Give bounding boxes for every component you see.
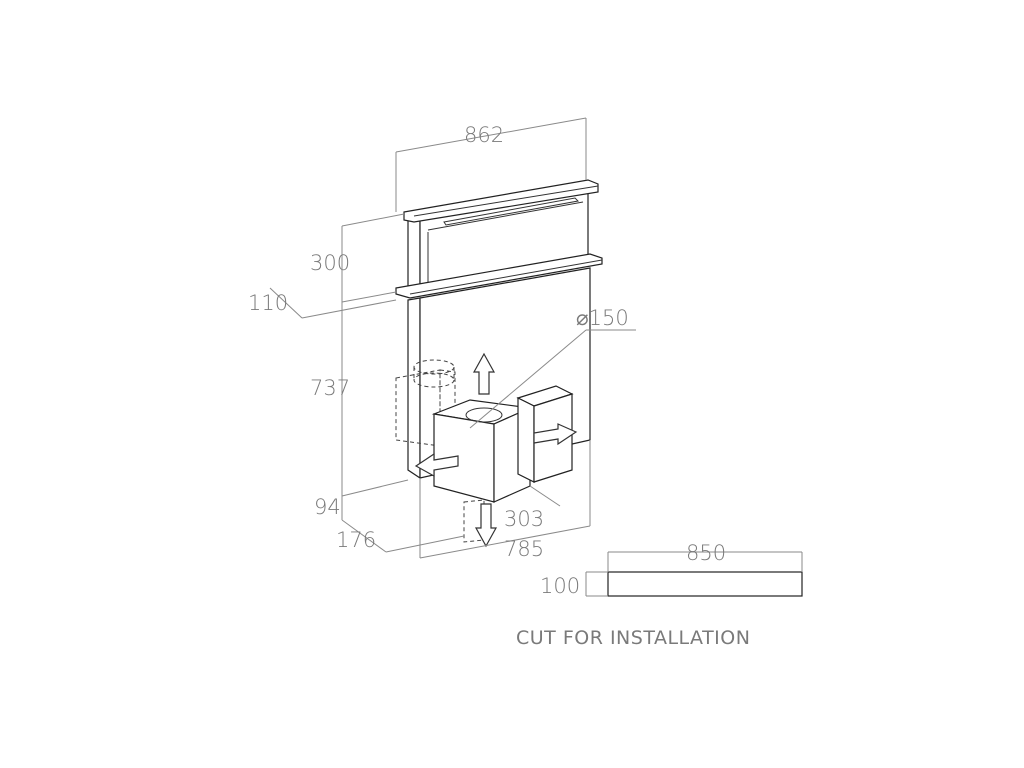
top-cap-edge (413, 185, 599, 217)
label-height-pull: 300 (310, 251, 350, 275)
dim-176-line (385, 535, 465, 553)
dim-176-ext (341, 519, 387, 553)
alt-duct-bottom (413, 372, 455, 388)
dimension-labels: 862 300 110 737 94 176 303 785 ⌀150 850 … (248, 123, 750, 649)
airflow-down-arrow (474, 503, 498, 548)
cutout-drawing (585, 551, 803, 597)
lower-duct-dashed (463, 499, 485, 543)
label-total-depth: 785 (504, 537, 544, 561)
airflow-right-arrow (533, 423, 578, 446)
trim-frame-edge (409, 259, 603, 295)
dim-300-ext-bottom (341, 291, 397, 303)
dim-785-line (419, 525, 591, 559)
cutout-rectangle (607, 571, 803, 597)
label-width-top: 862 (464, 123, 504, 147)
side-box-front (517, 397, 535, 483)
dim-110-line (269, 287, 303, 319)
dim-110-ext (301, 299, 397, 319)
dim-94-ext (341, 479, 409, 497)
dimension-lines (269, 117, 591, 559)
dim-862-line (395, 117, 587, 153)
label-motor-width: 303 (504, 507, 544, 531)
dim-300-ext-top (341, 213, 405, 227)
top-cap (403, 179, 599, 223)
panel-side (407, 215, 421, 293)
label-cutout-width: 850 (686, 541, 726, 565)
label-body-height: 737 (310, 376, 350, 400)
airflow-left-arrow (414, 452, 459, 478)
label-depth-bottom: 176 (336, 528, 376, 552)
airflow-up-arrow (472, 352, 496, 395)
dim-303-ext (529, 485, 561, 507)
label-frame-depth: 110 (248, 291, 288, 315)
panel-inner-line (427, 201, 584, 231)
motor-duct-outlet (465, 407, 503, 423)
label-duct-diameter: ⌀150 (576, 306, 629, 330)
downdraft-hood-drawing (395, 179, 636, 548)
cutout-caption: CUT FOR INSTALLATION (516, 627, 750, 649)
label-cutout-height: 100 (540, 574, 580, 598)
label-bottom-offset: 94 (314, 495, 341, 519)
top-slot (443, 197, 580, 226)
diameter-leader (469, 329, 587, 429)
chassis-side (407, 297, 421, 480)
